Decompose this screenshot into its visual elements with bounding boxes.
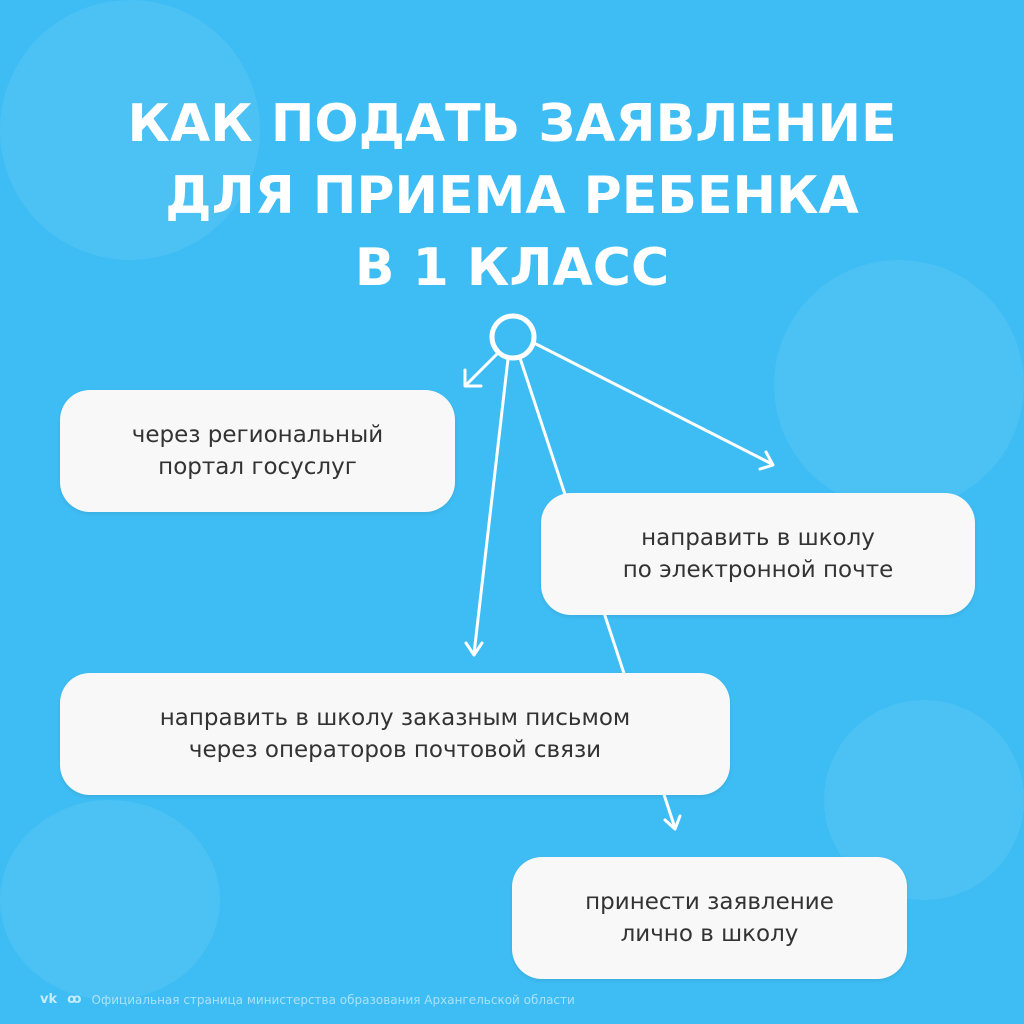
background-ornament (774, 260, 1024, 510)
option-text: по электронной почте (622, 557, 894, 583)
option-text: принести заявление (585, 889, 834, 915)
background-ornament (0, 0, 260, 260)
odnoklassniki-icon: ꝏ (67, 992, 82, 1007)
vk-icon: vk (40, 992, 58, 1007)
option-email: направить в школу по электронной почте (541, 493, 975, 615)
background-ornament (0, 800, 220, 1000)
option-text: направить в школу (641, 525, 875, 551)
option-text: направить в школу заказным письмом (159, 705, 631, 731)
title-line: КАК ПОДАТЬ ЗАЯВЛЕНИЕ (127, 94, 897, 154)
origin-circle (489, 313, 537, 361)
page-title: КАК ПОДАТЬ ЗАЯВЛЕНИЕ ДЛЯ ПРИЕМА РЕБЕНКА … (0, 88, 1024, 304)
footer: vk ꝏ Официальная страница министерства о… (40, 992, 575, 1007)
option-registered-mail: направить в школу заказным письмом через… (60, 673, 730, 795)
title-line: В 1 КЛАСС (354, 238, 670, 298)
arrow-to-mail (464, 357, 510, 657)
arrow-to-portal (463, 351, 500, 388)
title-line: ДЛЯ ПРИЕМА РЕБЕНКА (165, 166, 859, 226)
option-text: лично в школу (620, 921, 799, 947)
option-text: портал госуслуг (158, 454, 357, 480)
footer-text: Официальная страница министерства образо… (91, 992, 575, 1007)
option-regional-portal: через региональный портал госуслуг (60, 390, 455, 512)
option-in-person: принести заявление лично в школу (512, 857, 907, 979)
option-text: через региональный (131, 422, 384, 448)
option-text: через операторов почтовой связи (188, 737, 602, 763)
arrow-to-email (534, 342, 775, 471)
